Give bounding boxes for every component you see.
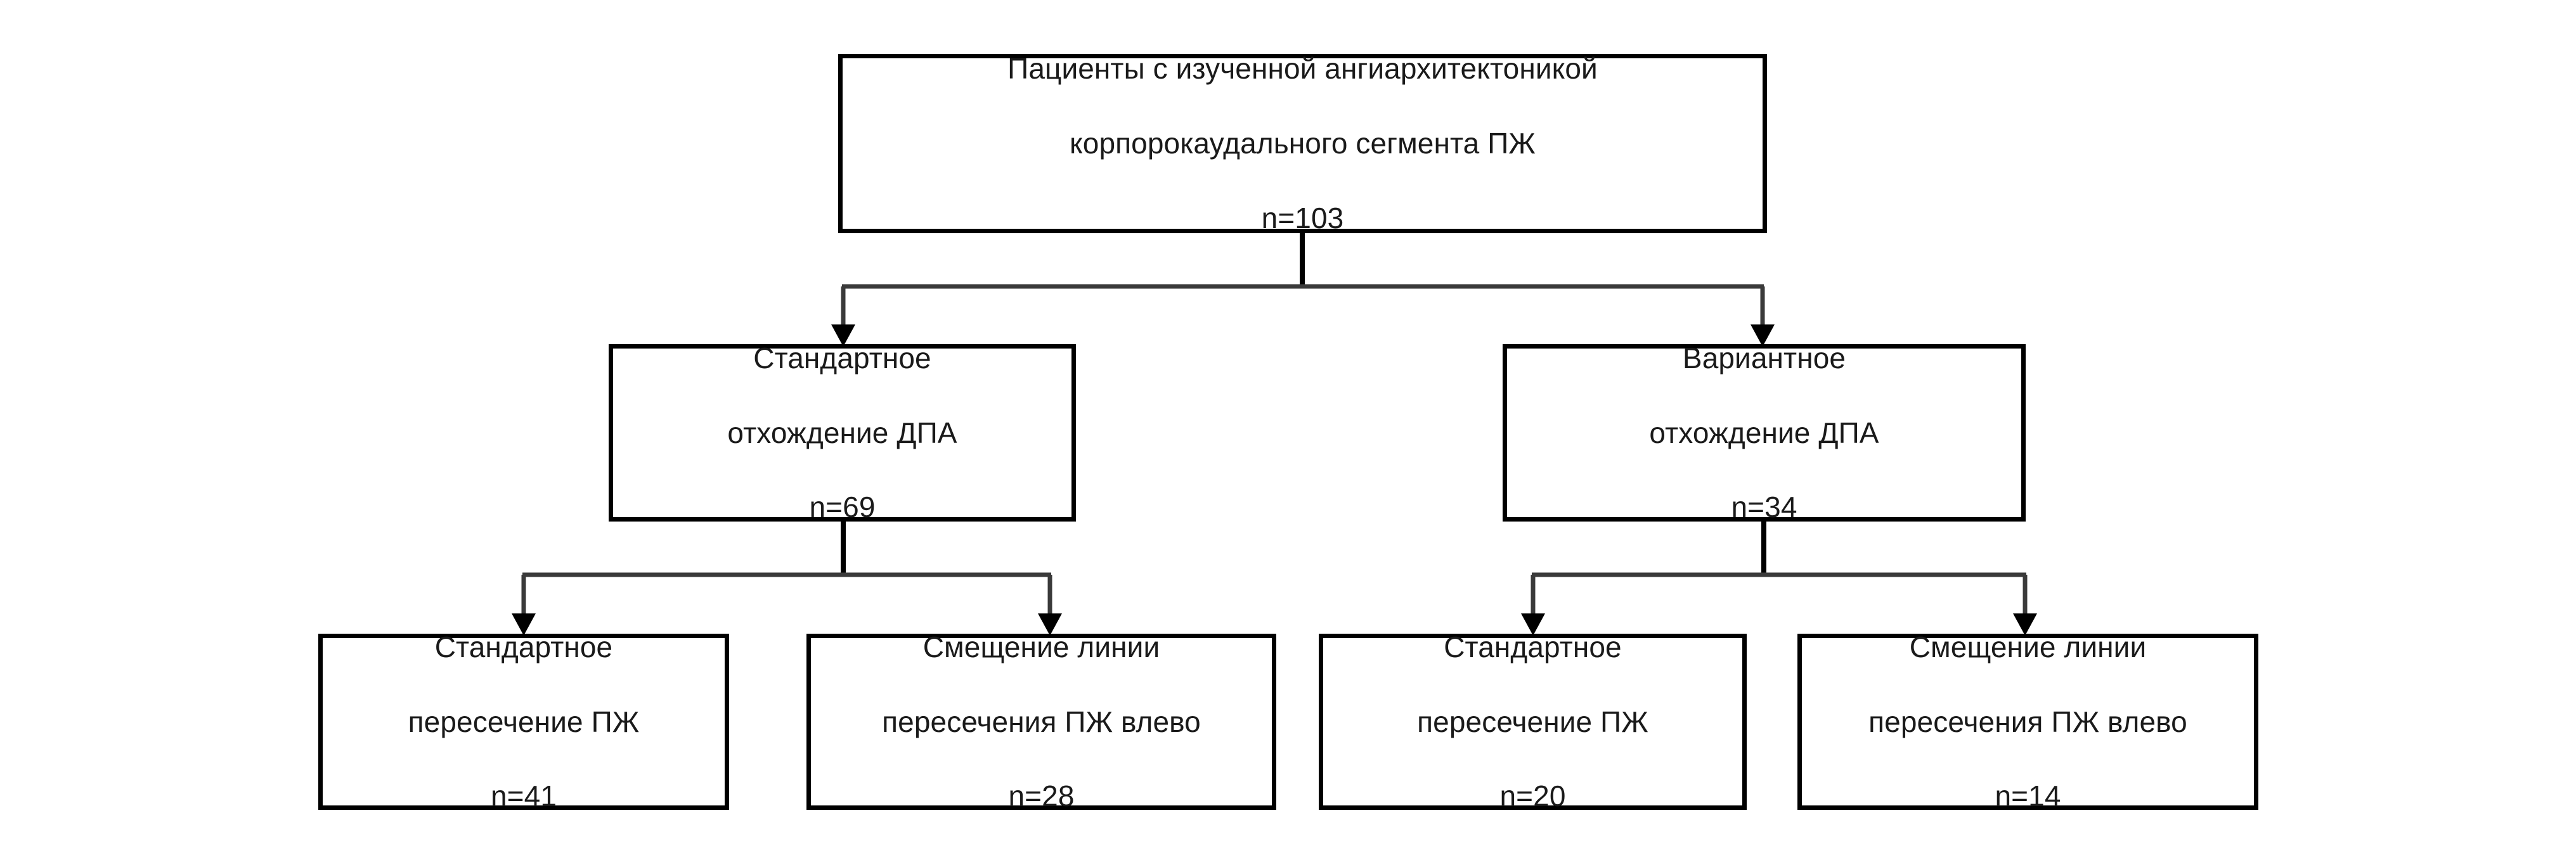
node-shifted-cross-left[interactable]: Смещение линии пересечения ПЖ влево n=28 xyxy=(806,631,1276,812)
node-standard-dpa-count: n=69 xyxy=(809,490,876,524)
node-standard-cross-left-line2: пересечение ПЖ xyxy=(408,705,640,738)
node-standard-dpa[interactable]: Стандартное отхождение ДПА n=69 xyxy=(609,342,1076,523)
node-variant-dpa-label: Вариантное отхождение ДПА n=34 xyxy=(1640,302,1887,563)
node-standard-cross-right-line2: пересечение ПЖ xyxy=(1417,705,1648,738)
node-shifted-cross-right-line2: пересечения ПЖ влево xyxy=(1868,705,2187,738)
node-shifted-cross-left-line1: Смещение линии xyxy=(922,630,1160,663)
node-shifted-cross-right-line1: Смещение линии xyxy=(1909,630,2147,663)
node-variant-dpa-line1: Вариантное xyxy=(1682,341,1846,375)
node-standard-cross-right-count: n=20 xyxy=(1499,779,1566,813)
node-root-line2: корпорокаудального сегмента ПЖ xyxy=(1070,127,1536,160)
node-shifted-cross-left-line2: пересечения ПЖ влево xyxy=(882,705,1201,738)
node-shifted-cross-right-label: Смещение линии пересечения ПЖ влево n=14 xyxy=(1860,591,2196,852)
node-variant-dpa[interactable]: Вариантное отхождение ДПА n=34 xyxy=(1503,342,2026,523)
node-variant-dpa-line2: отхождение ДПА xyxy=(1649,416,1879,449)
node-shifted-cross-left-label: Смещение линии пересечения ПЖ влево n=28 xyxy=(873,591,1210,852)
node-standard-cross-right[interactable]: Стандартное пересечение ПЖ n=20 xyxy=(1319,631,1747,812)
node-root-line1: Пациенты с изученной ангиархитектоникой xyxy=(1007,52,1598,86)
node-standard-cross-left-line1: Стандартное xyxy=(434,630,613,663)
node-standard-dpa-label: Стандартное отхождение ДПА n=69 xyxy=(718,302,966,563)
node-root-count: n=103 xyxy=(1261,201,1344,234)
node-root[interactable]: Пациенты с изученной ангиархитектоникой … xyxy=(838,52,1767,234)
node-standard-dpa-line1: Стандартное xyxy=(753,341,931,375)
node-shifted-cross-right[interactable]: Смещение линии пересечения ПЖ влево n=14 xyxy=(1797,631,2258,812)
node-variant-dpa-count: n=34 xyxy=(1731,490,1797,524)
node-standard-cross-left-label: Стандартное пересечение ПЖ n=41 xyxy=(399,591,649,852)
node-standard-cross-left[interactable]: Стандартное пересечение ПЖ n=41 xyxy=(318,631,729,812)
node-standard-dpa-line2: отхождение ДПА xyxy=(727,416,957,449)
node-shifted-cross-left-count: n=28 xyxy=(1008,779,1075,813)
node-root-label: Пациенты с изученной ангиархитектоникой … xyxy=(999,13,1607,274)
node-shifted-cross-right-count: n=14 xyxy=(1995,779,2061,813)
node-standard-cross-right-label: Стандартное пересечение ПЖ n=20 xyxy=(1408,591,1657,852)
node-standard-cross-right-line1: Стандартное xyxy=(1444,630,1622,663)
node-standard-cross-left-count: n=41 xyxy=(490,779,557,813)
